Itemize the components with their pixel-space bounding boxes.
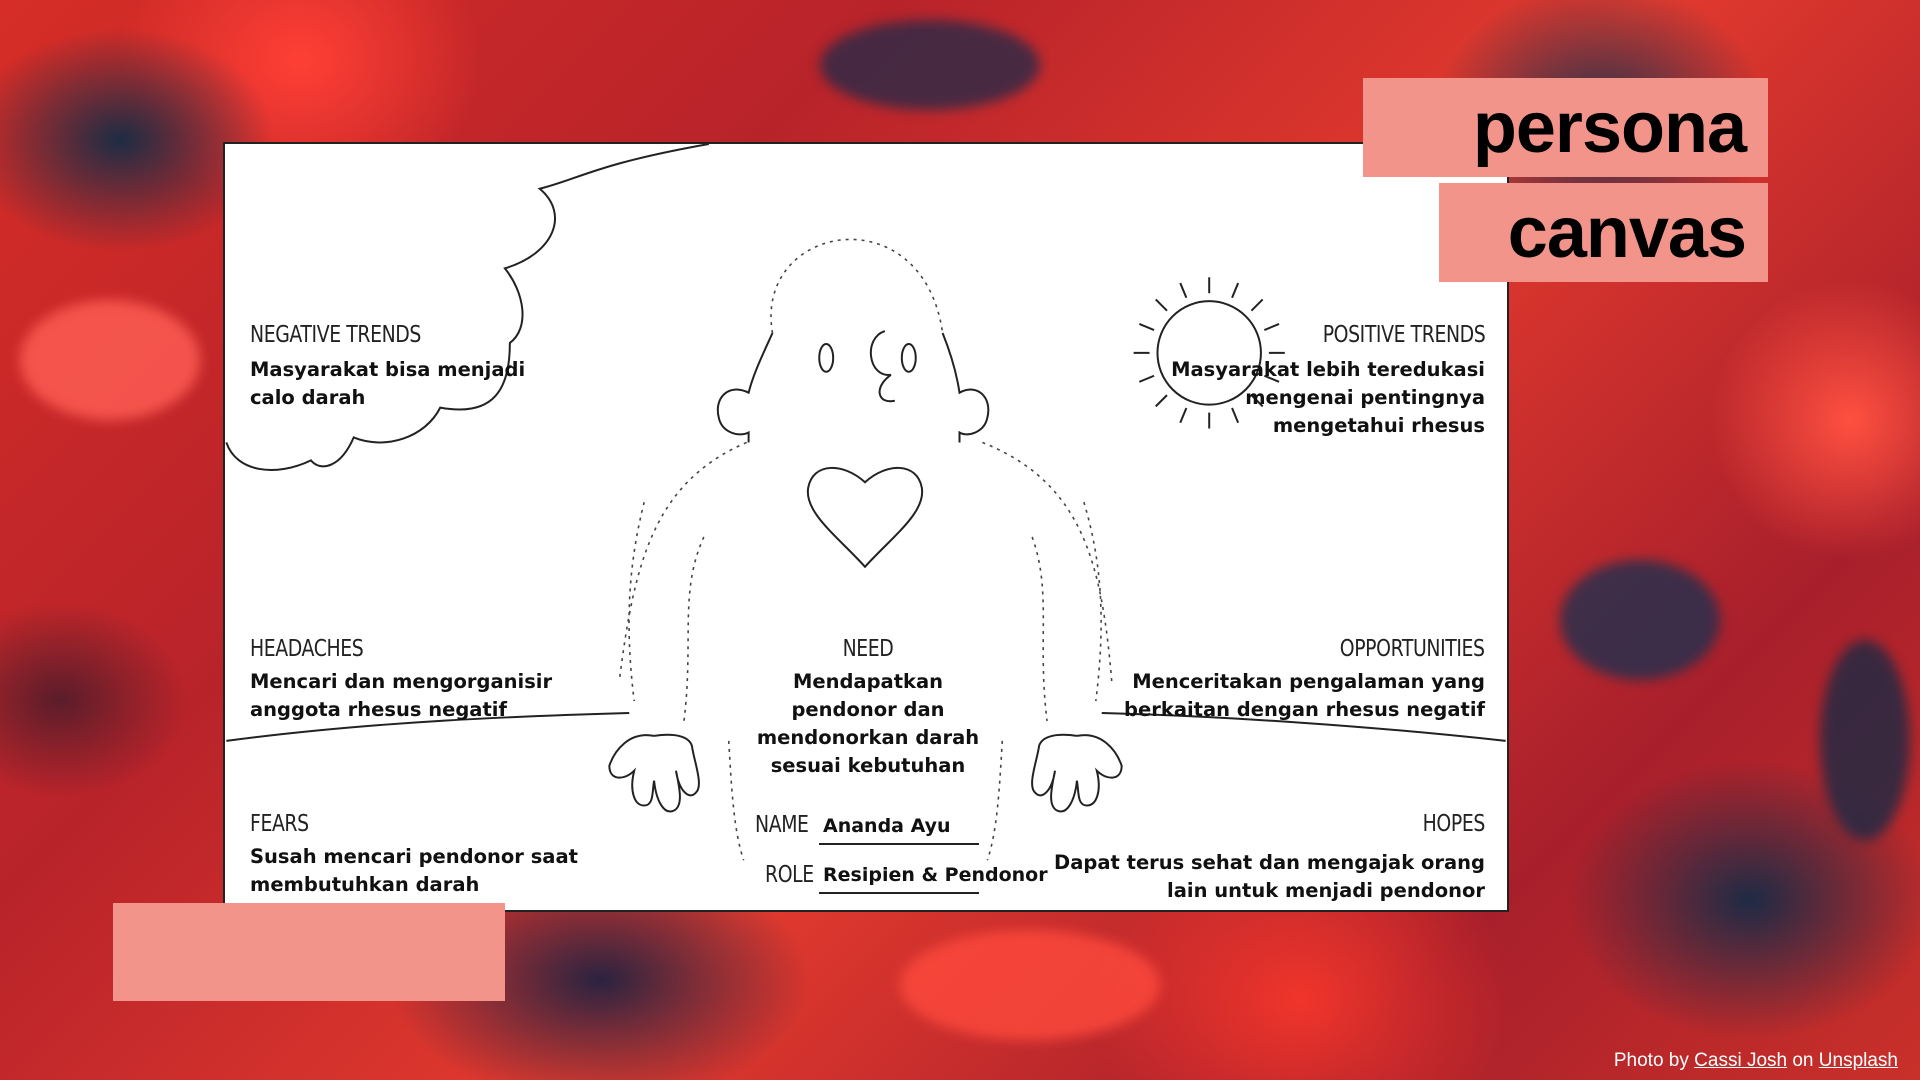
opportunities-text: Menceritakan pengalaman yang berkaitan d…: [1124, 670, 1485, 721]
sun-ray: [1263, 374, 1280, 383]
need-text: Mendapatkan pendonor dan mendonorkan dar…: [756, 670, 980, 777]
positive-trends-text: Masyarakat lebih teredukasi mengenai pen…: [1171, 358, 1485, 437]
sun-ray: [1155, 394, 1168, 408]
sun-ray: [1250, 394, 1264, 408]
sun-ray: [1250, 298, 1264, 312]
name-value: Ananda Ayu: [823, 815, 951, 837]
background-blob: [820, 20, 1040, 110]
hopes-label: HOPES: [1422, 811, 1486, 837]
divider-left: [226, 712, 630, 742]
person-hands: [608, 733, 1123, 813]
heart-icon: [806, 466, 924, 569]
headaches-label: HEADACHES: [250, 636, 364, 662]
background-blob: [1560, 560, 1720, 680]
fears-text: Susah mencari pendonor saat membutuhkan …: [250, 845, 578, 896]
sun-ray: [1179, 407, 1188, 424]
hopes-text: Dapat terus sehat dan mengajak orang lai…: [1054, 851, 1485, 902]
persona-illustration: [225, 144, 1506, 861]
photo-credit: Photo by Cassi Josh on Unsplash: [1613, 1050, 1898, 1071]
background-blob: [900, 930, 1160, 1040]
background-blob: [1820, 640, 1910, 840]
sun-ray: [1231, 407, 1240, 424]
fears-label: FEARS: [250, 811, 309, 837]
negative-trends-label: NEGATIVE TRENDS: [250, 322, 421, 348]
role-label: ROLE: [765, 862, 814, 888]
sun-ray: [1231, 282, 1240, 299]
decorative-block: [113, 903, 505, 1001]
name-label: NAME: [755, 812, 809, 838]
negative-trends-text: Masyarakat bisa menjadi calo darah: [250, 358, 526, 409]
title-line-2: canvas: [1439, 183, 1768, 282]
role-value: Resipien & Pendonor: [823, 864, 1048, 886]
person-body-outline: [618, 238, 1113, 861]
title-line-1: persona: [1363, 78, 1768, 177]
divider-right: [1101, 712, 1506, 742]
sun-ray: [1179, 282, 1188, 299]
sun-ray: [1138, 323, 1155, 331]
headaches-text: Mencari dan mengorganisir anggota rhesus…: [250, 670, 553, 721]
sun-ray: [1263, 323, 1280, 331]
background-blob: [20, 300, 200, 420]
role-underline: [819, 892, 979, 894]
need-label: NEED: [842, 636, 894, 662]
opportunities-label: OPPORTUNITIES: [1340, 636, 1485, 662]
positive-trends-label: POSITIVE TRENDS: [1322, 322, 1485, 348]
name-underline: [819, 843, 979, 845]
persona-canvas-board: NEGATIVE TRENDS Masyarakat bisa menjadi …: [223, 142, 1509, 912]
sun-ray: [1155, 298, 1168, 312]
unsplash-link[interactable]: Unsplash: [1818, 1050, 1898, 1071]
sun-icon: [1133, 277, 1285, 429]
sun-ray: [1138, 374, 1155, 383]
cloud-icon: [225, 144, 709, 471]
author-link[interactable]: Cassi Josh: [1694, 1050, 1788, 1071]
person-head: [716, 330, 990, 443]
